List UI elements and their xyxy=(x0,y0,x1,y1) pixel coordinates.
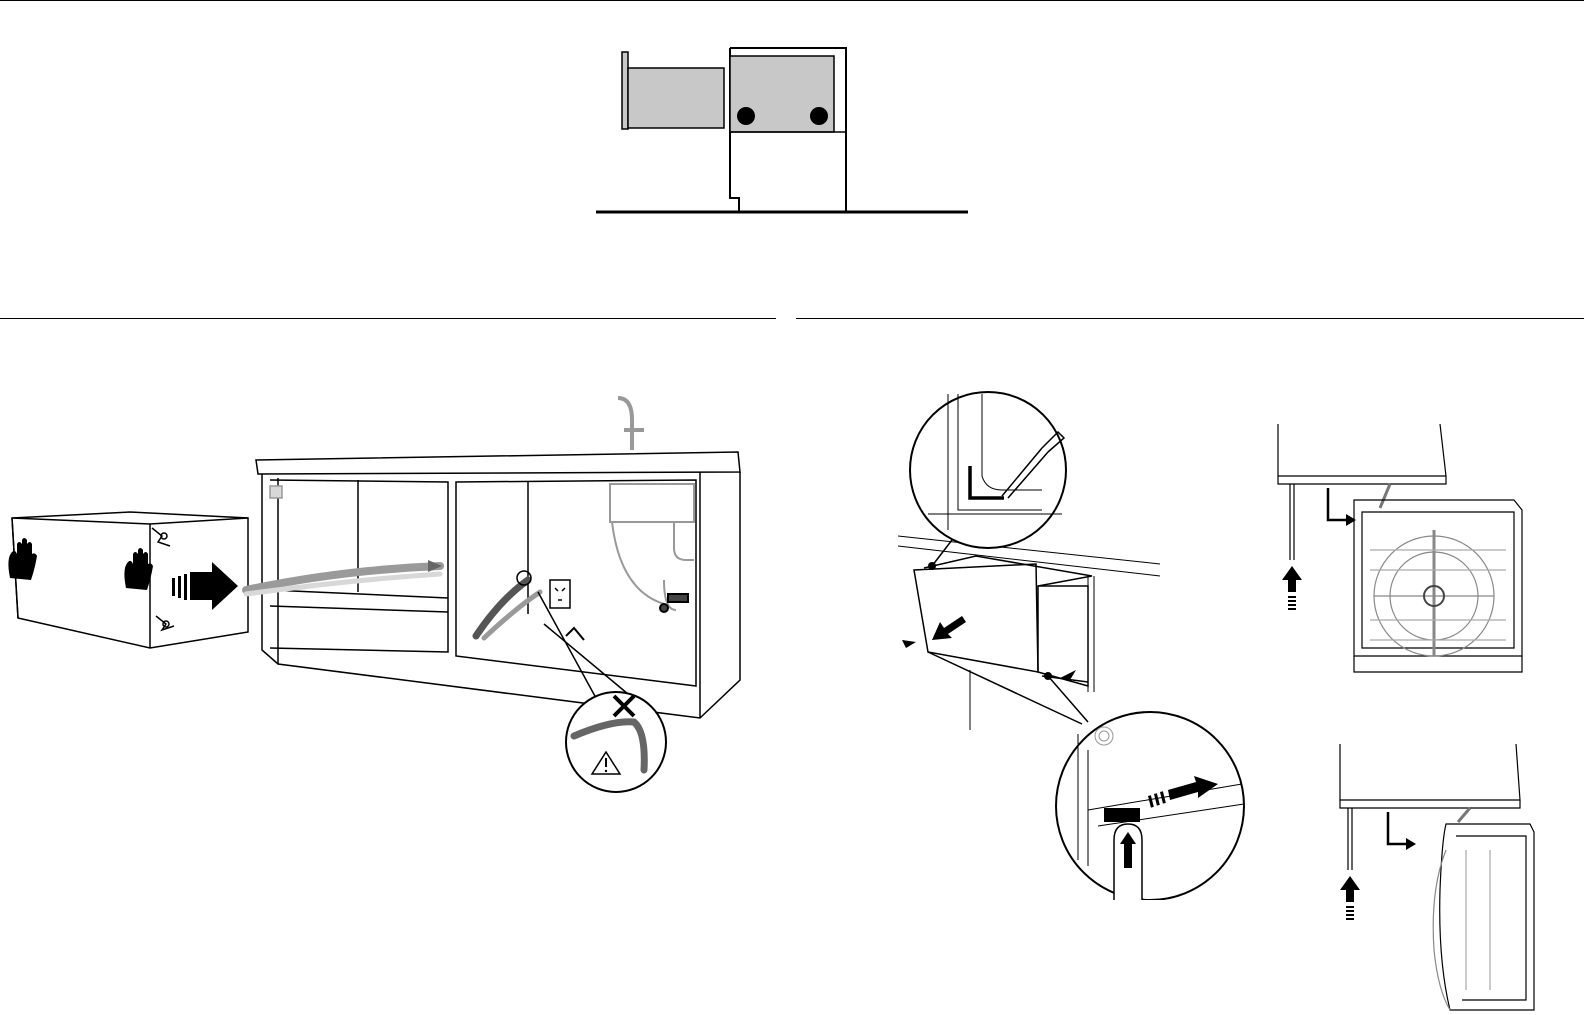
kinked-hose-warning-callout xyxy=(566,692,666,792)
sink-trap xyxy=(610,484,694,610)
drawer-box xyxy=(628,68,724,128)
finger-press-icon xyxy=(1114,824,1142,900)
dishwasher-slide-in-with-hoses xyxy=(0,380,760,800)
pointer-arrow xyxy=(566,628,584,640)
direction-arrow xyxy=(1388,812,1406,844)
hand-icon xyxy=(124,548,153,590)
release-button xyxy=(1104,808,1140,822)
release-button-callout xyxy=(1056,712,1244,900)
rack-removal-svg xyxy=(1270,420,1570,1015)
pull-arrow-icon xyxy=(932,616,966,640)
callout-line xyxy=(1048,676,1088,722)
hinge-brackets xyxy=(152,528,174,630)
mid-rule-left xyxy=(0,318,776,319)
drawer-unit xyxy=(914,556,1092,686)
pointer-arrow xyxy=(902,640,916,648)
hoses xyxy=(246,566,540,638)
drawer-cabinet-side-view xyxy=(590,40,980,220)
rack-removal-view-2 xyxy=(1340,744,1534,1010)
up-arrow-icon xyxy=(1282,566,1302,610)
direction-arrow xyxy=(1328,488,1346,520)
top-rule xyxy=(0,0,1584,1)
slide-in-svg xyxy=(0,380,760,800)
drawer-release-svg xyxy=(892,380,1272,900)
power-socket xyxy=(550,580,570,608)
callout-line xyxy=(544,624,628,694)
drawer-rack-removal xyxy=(1270,420,1570,1015)
rack-removal-view-1 xyxy=(1278,424,1522,672)
drawer-panel-release xyxy=(892,380,1272,900)
wheel-front xyxy=(737,107,755,125)
direction-arrow-head xyxy=(1406,838,1416,850)
hand-icon xyxy=(8,538,37,580)
side-view-svg xyxy=(590,40,980,220)
screwdriver-callout xyxy=(910,392,1066,548)
drawer-front-panel xyxy=(622,52,628,129)
arrow-right-icon xyxy=(172,562,238,610)
faucet xyxy=(618,398,644,450)
mid-rule-right xyxy=(796,318,1584,319)
up-arrow-icon xyxy=(1340,876,1360,920)
wheel-rear xyxy=(810,107,828,125)
